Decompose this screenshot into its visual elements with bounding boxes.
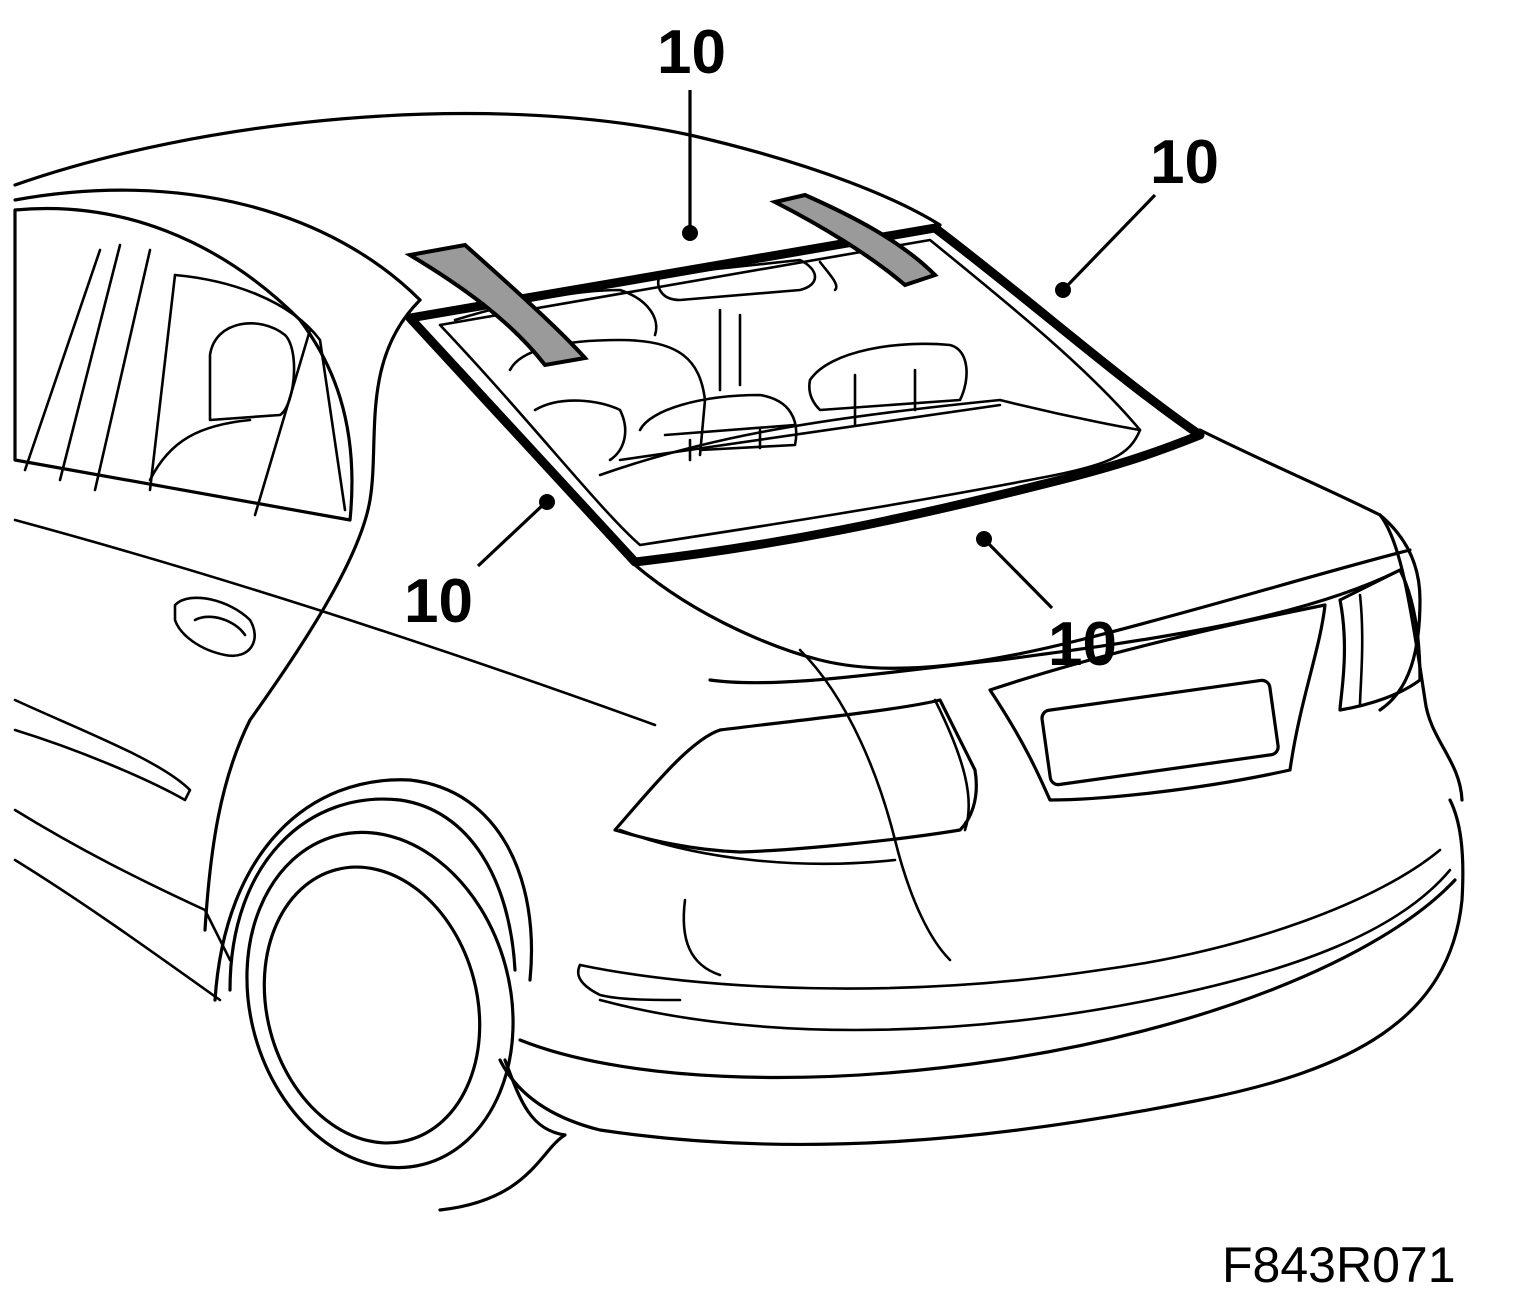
figure-code: F843R071 [1222, 1237, 1456, 1293]
callout-leaders [476, 90, 1157, 610]
callout-label-top: 10 [657, 18, 726, 87]
rear-window-seal [405, 223, 1205, 567]
callout-label-bottom-right: 10 [1048, 610, 1117, 679]
car-body [13, 111, 1465, 1212]
callout-labels: 10 10 10 10 [404, 18, 1219, 679]
roof-seal-strips [404, 192, 939, 368]
callout-label-top-right: 10 [1150, 128, 1219, 197]
callout-label-left: 10 [404, 567, 473, 636]
rear-window [453, 258, 1142, 477]
